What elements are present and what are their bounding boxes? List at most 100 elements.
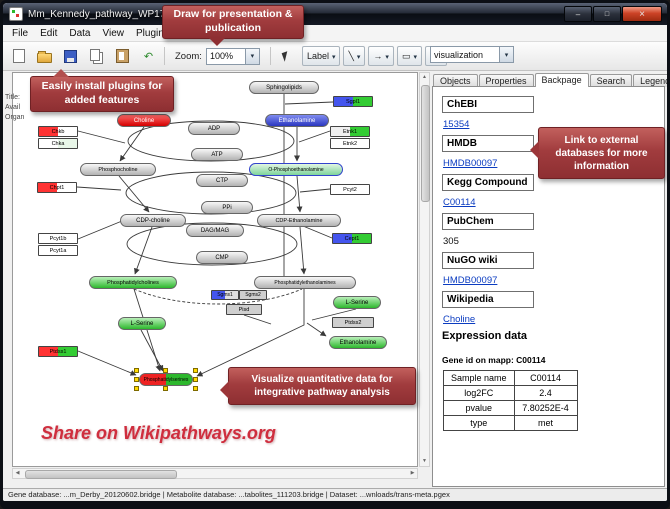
gene-node-pcyt1b[interactable]: Pcyt1b <box>38 233 78 244</box>
metabolite-node-adp[interactable]: ADP <box>188 122 240 135</box>
gene-node-ptdss1[interactable]: Ptdss1 <box>38 346 78 357</box>
selection-handle[interactable] <box>134 368 139 373</box>
menu-file[interactable]: File <box>12 27 29 39</box>
gene-node-cept1[interactable]: Cept1 <box>332 233 372 244</box>
maximize-button[interactable] <box>593 6 621 22</box>
arrow-tool[interactable]: → <box>368 46 394 66</box>
horizontal-scrollbar[interactable] <box>12 468 418 479</box>
window-content: Mm_Kennedy_pathway_WP1771_45176.gpml Fil… <box>3 3 667 501</box>
metabolite-node-ctp[interactable]: CTP <box>196 174 248 187</box>
backpage-link[interactable]: HMDB00097 <box>443 275 498 286</box>
horizontal-scrollbar-thumb[interactable] <box>25 470 177 479</box>
metabolite-node-l-serine[interactable]: L-Serine <box>333 296 381 309</box>
gene-node-pisd[interactable]: Pisd <box>226 304 262 315</box>
toolbar-separator <box>269 47 271 65</box>
gene-node-sgms2[interactable]: Sgms2 <box>239 290 267 300</box>
menu-data[interactable]: Data <box>69 27 91 39</box>
app-icon <box>9 7 23 21</box>
chevron-down-icon <box>413 51 417 61</box>
save-icon <box>64 49 77 63</box>
metabolite-node-cdp-ethanolamine[interactable]: CDP-Ethanolamine <box>257 214 341 227</box>
backpage-link[interactable]: Choline <box>443 314 476 325</box>
gene-node-chkb[interactable]: Chkb <box>38 126 78 137</box>
tab-properties[interactable]: Properties <box>478 74 534 87</box>
scroll-right-icon[interactable] <box>408 469 417 478</box>
selection-handle[interactable] <box>134 376 139 382</box>
backpage-link[interactable]: 15354 <box>443 119 470 130</box>
vertical-scrollbar-thumb[interactable] <box>421 85 430 202</box>
tab-objects[interactable]: Objects <box>433 74 478 87</box>
menu-view[interactable]: View <box>102 27 124 39</box>
metabolite-node-dag-mag[interactable]: DAG/MAG <box>186 224 244 237</box>
tab-backpage[interactable]: Backpage <box>534 73 589 87</box>
arrow-tool-glyph: → <box>373 51 383 61</box>
selection-handle[interactable] <box>193 376 198 382</box>
metabolite-node-sphingolipids[interactable]: Sphingolipids <box>249 81 319 94</box>
selection-handle[interactable] <box>193 368 198 373</box>
metabolite-node-cmp[interactable]: CMP <box>196 251 248 264</box>
gene-node-sgms1[interactable]: Sgms1 <box>211 290 239 300</box>
line-tool[interactable]: ╲ <box>343 46 366 66</box>
gene-node-chka[interactable]: Chka <box>38 138 78 149</box>
label-tool[interactable]: Label <box>301 46 341 66</box>
tab-search[interactable]: Search <box>589 74 633 87</box>
open-button[interactable] <box>33 45 56 68</box>
undo-button[interactable] <box>137 45 160 68</box>
metabolite-node-ethanolamine[interactable]: Ethanolamine <box>265 114 329 127</box>
copy-icon <box>90 48 100 61</box>
rectangle-tool[interactable]: ▭ <box>396 46 422 66</box>
scroll-left-icon[interactable] <box>13 469 22 478</box>
scroll-down-icon[interactable] <box>420 457 429 466</box>
gene-node-chpt1[interactable]: Chpt1 <box>37 182 77 193</box>
menu-plugins[interactable]: Plugins <box>135 27 169 39</box>
select-tool-button[interactable] <box>275 45 298 68</box>
metabolite-node-phosphatidylethanolamines[interactable]: Phosphatidylethanolamines <box>254 276 356 289</box>
selection-handle[interactable] <box>163 368 168 373</box>
visualization-combobox[interactable]: visualization <box>430 46 514 63</box>
metabolite-node-phosphocholine[interactable]: Phosphocholine <box>80 163 156 176</box>
expression-data-title: Expression data <box>442 330 527 342</box>
metabolite-node-choline[interactable]: Choline <box>117 114 171 127</box>
gene-node-etnk1[interactable]: Etnk1 <box>330 126 370 137</box>
gene-node-ptdss2[interactable]: Ptdss2 <box>332 317 374 328</box>
backpage-link[interactable]: C00114 <box>443 197 476 208</box>
undo-icon <box>144 47 153 65</box>
zoom-combobox[interactable]: 100% <box>205 47 260 65</box>
scroll-up-icon[interactable] <box>420 73 429 82</box>
metabolite-node-l-serine[interactable]: L-Serine <box>118 317 166 330</box>
chevron-down-icon <box>385 51 389 61</box>
save-button[interactable] <box>59 45 82 68</box>
table-cell: met <box>513 415 578 431</box>
metabolite-node-ppi[interactable]: PPi <box>201 201 253 214</box>
new-button[interactable] <box>7 45 30 68</box>
copy-button[interactable] <box>85 45 108 68</box>
backpage-link[interactable]: HMDB00097 <box>443 158 498 169</box>
chevron-down-icon <box>332 51 336 61</box>
gene-node-sgpl1[interactable]: Sgpl1 <box>333 96 373 107</box>
selection-handle[interactable] <box>134 386 139 391</box>
metabolite-node-ethanolamine[interactable]: Ethanolamine <box>329 336 387 349</box>
metabolite-node-phosphatidylcholines[interactable]: Phosphatidylcholines <box>89 276 177 289</box>
zoom-label: Zoom: <box>175 50 202 62</box>
metabolite-node-atp[interactable]: ATP <box>191 148 243 161</box>
toolbar-icons <box>7 45 160 68</box>
selection-handle[interactable] <box>163 386 168 391</box>
metabolite-node-o-phosphoethanolamine[interactable]: O-Phosphoethanolamine <box>249 163 343 176</box>
gene-node-etnk2[interactable]: Etnk2 <box>330 138 370 149</box>
menu-edit[interactable]: Edit <box>40 27 58 39</box>
gene-node-pcyt1a[interactable]: Pcyt1a <box>38 245 78 256</box>
selection-handle[interactable] <box>193 386 198 391</box>
metabolite-node-cdp-choline[interactable]: CDP-choline <box>120 214 186 227</box>
minimize-button[interactable] <box>564 6 592 22</box>
metabolite-node-phosphatidylserines[interactable]: Phosphatidylserines <box>139 373 193 386</box>
vertical-scrollbar[interactable] <box>419 72 430 467</box>
tab-legend[interactable]: Legend <box>633 74 667 87</box>
gene-node-pcyt2[interactable]: Pcyt2 <box>330 184 370 195</box>
title-bar[interactable]: Mm_Kennedy_pathway_WP1771_45176.gpml <box>3 3 667 25</box>
paste-button[interactable] <box>111 45 134 68</box>
table-cell: pvalue <box>443 400 515 416</box>
close-button[interactable] <box>622 6 662 22</box>
